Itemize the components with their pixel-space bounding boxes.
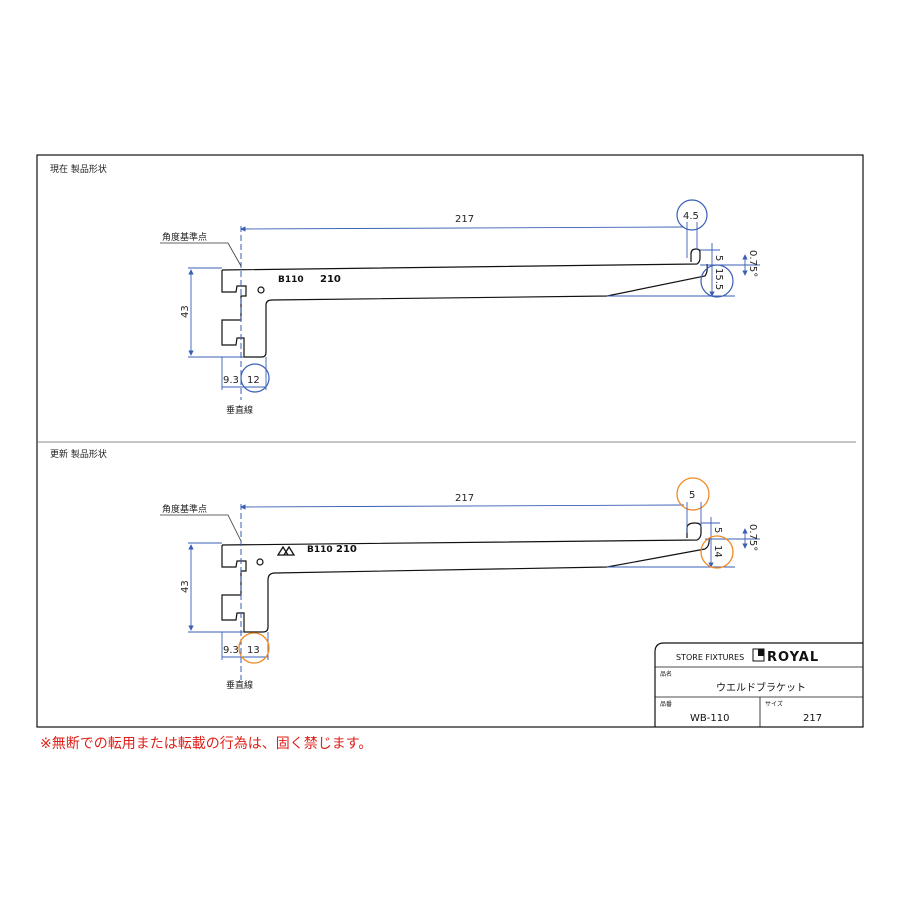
reference-leader — [160, 514, 242, 542]
vertical-line-label: 垂直線 — [226, 679, 253, 691]
size-value: 217 — [803, 713, 822, 724]
height-label: 43 — [180, 580, 191, 593]
brand-label: ROYAL — [767, 650, 819, 665]
lip-height-label: 5 — [713, 255, 724, 261]
mounting-hole — [256, 558, 264, 566]
name-field-label: 品名 — [660, 670, 672, 678]
model-marking: B110 — [278, 275, 304, 285]
reference-point-label: 角度基準点 — [162, 231, 207, 243]
length-label: 217 — [455, 214, 474, 225]
angle-label: 0.75° — [747, 524, 758, 551]
size-marking: 210 — [320, 274, 341, 285]
highlight-circle-back — [238, 632, 270, 664]
length-label: 217 — [455, 493, 474, 504]
part-field-label: 品番 — [660, 701, 672, 708]
bracket-outline — [221, 522, 710, 633]
highlight-circle-depth — [700, 264, 734, 298]
highlight-circle-tip — [676, 477, 710, 511]
tip-depth-label: 15.5 — [713, 268, 724, 290]
title-block: STORE FIXTURES ROYAL 品名 ウエルドブラケット 品番 WB-… — [654, 642, 863, 727]
length-dimension — [240, 504, 685, 510]
copyright-notice: ※無断での転用または転載の行為は、固く禁じます。 — [40, 736, 373, 752]
back-width-label: 13 — [247, 645, 260, 656]
highlight-circle-back — [240, 363, 270, 393]
product-name: ウエルドブラケット — [716, 681, 806, 694]
height-label: 43 — [180, 305, 191, 318]
highlight-circle-depth — [700, 535, 734, 569]
tip-width-label: 5 — [689, 490, 695, 501]
model-marking: B110 — [307, 545, 333, 555]
vertical-line-label: 垂直線 — [226, 404, 253, 416]
section-updated: 更新 製品形状 B110 210 217 5 5 14 0.75° 43 9.3… — [50, 448, 760, 691]
highlight-circle-tip — [676, 199, 708, 231]
section-title: 現在 製品形状 — [50, 163, 107, 175]
part-number: WB-110 — [690, 713, 729, 724]
length-dimension — [240, 226, 685, 232]
royal-logo-icon — [752, 648, 765, 662]
section-title: 更新 製品形状 — [50, 448, 107, 460]
tip-width-label: 4.5 — [683, 211, 699, 222]
size-field-label: サイズ — [765, 700, 783, 708]
angle-label: 0.75° — [747, 250, 758, 277]
logo-mark-icon — [276, 545, 296, 556]
company-label: STORE FIXTURES — [676, 653, 744, 662]
reference-point-label: 角度基準点 — [162, 503, 207, 515]
sheet-frame — [36, 154, 864, 728]
mounting-hole — [257, 286, 265, 294]
back-width-label: 12 — [247, 375, 260, 386]
lip-height-label: 5 — [712, 527, 723, 533]
offset-label: 9.3 — [223, 645, 239, 656]
reference-leader — [160, 242, 242, 267]
tip-depth-label: 14 — [712, 545, 723, 558]
section-current: 現在 製品形状 B110 210 217 4.5 5 15.5 0.75° 43… — [50, 163, 760, 416]
offset-label: 9.3 — [223, 375, 239, 386]
size-marking: 210 — [336, 544, 357, 555]
bracket-outline — [221, 248, 708, 358]
